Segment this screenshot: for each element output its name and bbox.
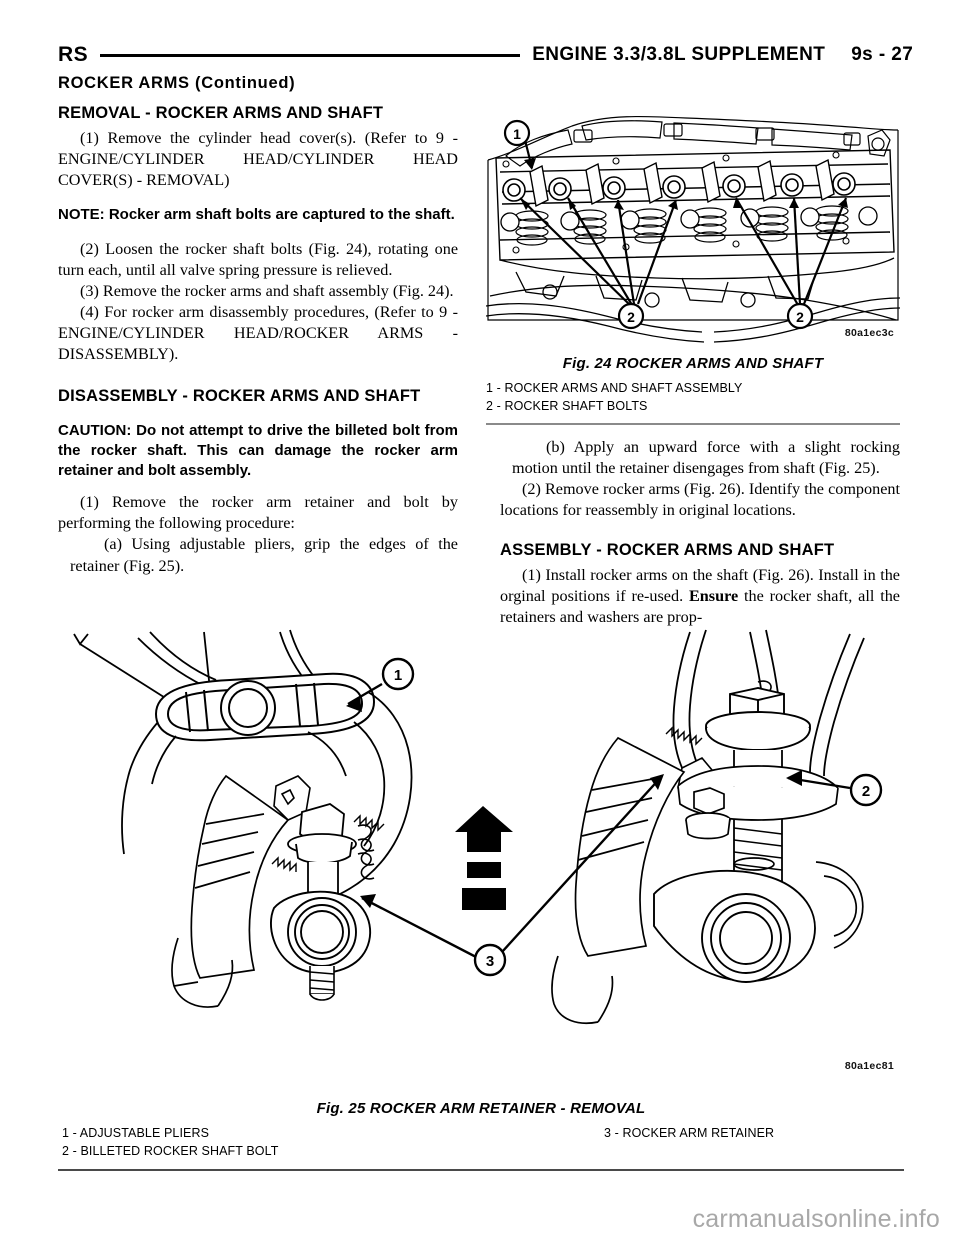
- section-continued-heading: ROCKER ARMS (Continued): [58, 74, 296, 92]
- figure-24-legend: 1 - ROCKER ARMS AND SHAFT ASSEMBLY 2 - R…: [486, 380, 900, 416]
- page-number: 9s - 27: [851, 44, 914, 65]
- figure-25-legend: 1 - ADJUSTABLE PLIERS 2 - BILLETED ROCKE…: [58, 1125, 904, 1159]
- disassembly-step-1a: (a) Using adjustable pliers, grip the ed…: [70, 535, 458, 575]
- figure-25-callout-1: 1: [394, 667, 402, 684]
- figure-24-callout-1: 1: [513, 126, 521, 142]
- heading-disassembly: DISASSEMBLY - ROCKER ARMS AND SHAFT: [58, 387, 421, 406]
- figure-25-caption: Fig. 25 ROCKER ARM RETAINER - REMOVAL: [316, 1100, 646, 1117]
- header-rule: [100, 53, 521, 57]
- disassembly-step-1b: (b) Apply an upward force with a slight …: [512, 438, 900, 478]
- rocker-arm-retainer-removal-drawing: 1 2 3: [58, 626, 904, 1096]
- page-title: ENGINE 3.3/3.8L SUPPLEMENT: [532, 44, 826, 65]
- removal-step-3: (3) Remove the rocker arms and shaft ass…: [80, 281, 454, 300]
- figure-24-legend-item-2: 2 - ROCKER SHAFT BOLTS: [486, 398, 648, 413]
- figure-24-callout-2b: 2: [796, 309, 804, 325]
- manual-code: RS: [58, 43, 89, 66]
- figure-24-illustration: 1 2 2 80a1ec3c: [486, 100, 900, 345]
- right-text-column: (b) Apply an upward force with a slight …: [500, 437, 900, 628]
- removal-step-4: (4) For rocker arm disassembly procedure…: [58, 302, 458, 364]
- figure-25-legend-item-3: 3 - ROCKER ARM RETAINER: [604, 1126, 775, 1140]
- heading-removal: REMOVAL - ROCKER ARMS AND SHAFT: [58, 104, 384, 122]
- removal-step-1: (1) Remove the cylinder head cover(s). (…: [58, 128, 458, 189]
- assembly-step-1-emphasis: Ensure: [688, 587, 739, 606]
- figure-25-legend-item-2: 2 - BILLETED ROCKER SHAFT BOLT: [62, 1143, 279, 1158]
- assembly-step-1: (1) Install rocker arms on the shaft (Fi…: [500, 565, 900, 628]
- figure-25-divider: [58, 1169, 904, 1171]
- removal-step-2: (2) Loosen the rocker shaft bolts (Fig. …: [58, 239, 458, 279]
- note-shaft-bolts: NOTE: Rocker arm shaft bolts are capture…: [58, 205, 455, 223]
- figure-25: 1 2 3 80a1ec81 Fig. 25: [58, 626, 904, 1171]
- figure-24-legend-item-1: 1 - ROCKER ARMS AND SHAFT ASSEMBLY: [486, 381, 743, 395]
- cylinder-head-rocker-arms-drawing: 1 2 2: [486, 100, 900, 345]
- figure-25-legend-item-1: 1 - ADJUSTABLE PLIERS: [62, 1126, 210, 1140]
- figure-24-divider: [486, 422, 900, 425]
- figure-25-legend-right: 3 - ROCKER ARM RETAINER: [604, 1125, 774, 1143]
- upward-force-arrow-icon: [455, 806, 513, 910]
- figure-24: 1 2 2 80a1ec3c Fig. 24 ROCKER ARMS AND S…: [486, 100, 900, 425]
- figure-25-legend-left: 1 - ADJUSTABLE PLIERS 2 - BILLETED ROCKE…: [62, 1125, 278, 1161]
- figure-24-caption: Fig. 24 ROCKER ARMS AND SHAFT: [562, 355, 824, 372]
- caution-billeted-bolt: CAUTION: Do not attempt to drive the bil…: [58, 421, 458, 479]
- disassembly-step-2: (2) Remove rocker arms (Fig. 26). Identi…: [500, 480, 900, 520]
- disassembly-step-1: (1) Remove the rocker arm retainer and b…: [58, 493, 458, 533]
- figure-25-callout-2: 2: [862, 783, 870, 800]
- left-text-column: REMOVAL - ROCKER ARMS AND SHAFT (1) Remo…: [58, 104, 458, 577]
- figure-24-image-code: 80a1ec3c: [844, 327, 894, 339]
- assembly-step-1-tail: the rocker shaft, all the retainers and …: [500, 587, 900, 627]
- figure-24-callout-2a: 2: [627, 309, 635, 325]
- figure-25-callout-3: 3: [486, 953, 494, 970]
- figure-25-image-code: 80a1ec81: [844, 1060, 894, 1072]
- page-header: RS ENGINE 3.3/3.8L SUPPLEMENT 9s - 27: [58, 38, 913, 72]
- heading-assembly: ASSEMBLY - ROCKER ARMS AND SHAFT: [500, 541, 835, 560]
- assembly-step-1-lead: (1) Install rocker arms on the shaft (Fi…: [500, 566, 900, 606]
- figure-25-illustration: 1 2 3 80a1ec81: [58, 626, 904, 1096]
- site-watermark: carmanualsonline.info: [692, 1205, 940, 1233]
